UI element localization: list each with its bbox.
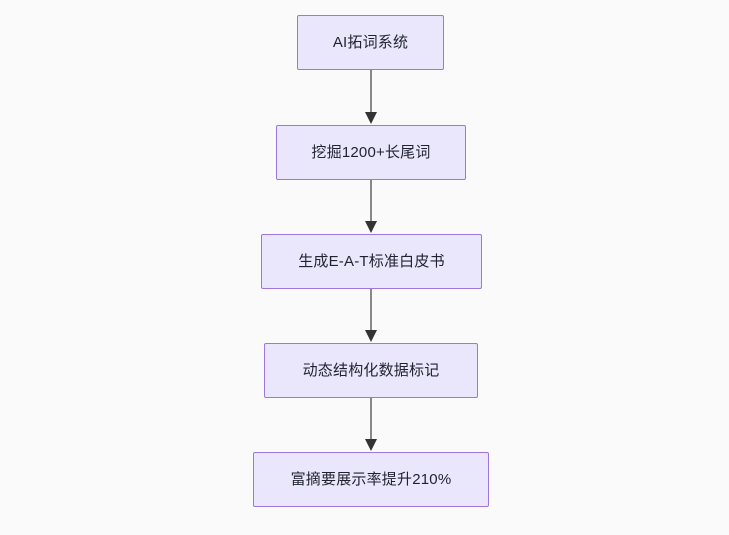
edge-node1-to-node2: [365, 70, 377, 124]
edge-node3-to-node4: [365, 289, 377, 342]
flow-node-label: 挖掘1200+长尾词: [311, 144, 431, 161]
edge-node4-to-node5: [365, 398, 377, 451]
flow-node-label: AI拓词系统: [332, 34, 409, 51]
flow-node-label: 生成E-A-T标准白皮书: [298, 253, 445, 270]
flow-node-ai-keyword-system[interactable]: AI拓词系统: [297, 15, 444, 70]
flow-node-dynamic-structured-data-markup[interactable]: 动态结构化数据标记: [264, 343, 478, 398]
edge-node2-to-node3: [365, 180, 377, 233]
flow-node-label: 富摘要展示率提升210%: [290, 471, 452, 488]
flow-node-rich-snippet-impression-uplift[interactable]: 富摘要展示率提升210%: [253, 452, 489, 507]
flow-node-mine-longtail-keywords[interactable]: 挖掘1200+长尾词: [276, 125, 466, 180]
flow-node-generate-eat-whitepaper[interactable]: 生成E-A-T标准白皮书: [261, 234, 482, 289]
flow-node-label: 动态结构化数据标记: [302, 362, 440, 379]
